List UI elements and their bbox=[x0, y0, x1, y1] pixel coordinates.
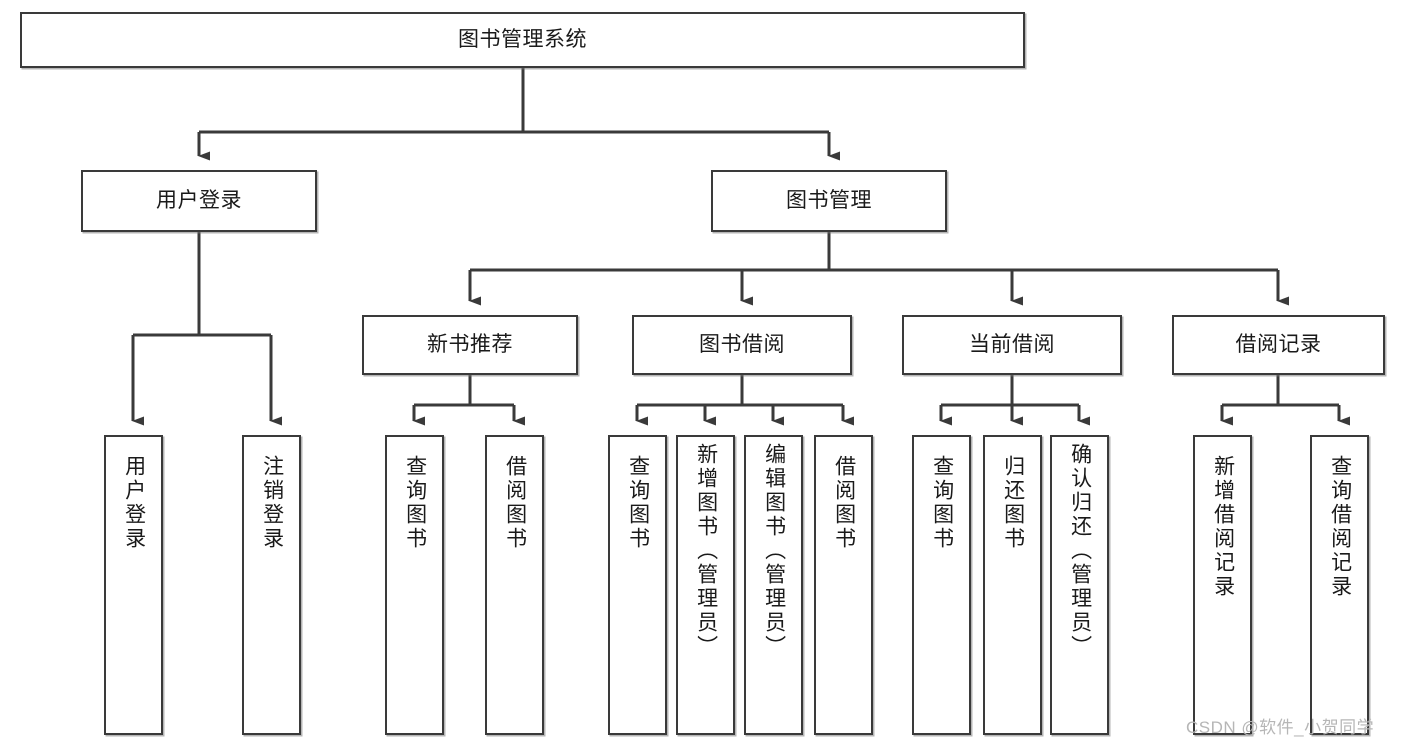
leaf-current-query-book[interactable]: 查询图书 bbox=[912, 435, 971, 735]
leaf-borrow-query-book[interactable]: 查询图书 bbox=[608, 435, 667, 735]
node-label: 编辑图书（管理员） bbox=[762, 443, 786, 659]
node-new-book-recommend[interactable]: 新书推荐 bbox=[362, 315, 578, 375]
node-label: 查询图书 bbox=[930, 455, 954, 551]
leaf-current-confirm-return-admin[interactable]: 确认归还（管理员） bbox=[1050, 435, 1109, 735]
node-label: 图书借阅 bbox=[699, 332, 785, 356]
node-label: 新增图书（管理员） bbox=[694, 443, 718, 659]
leaf-borrow-add-book-admin[interactable]: 新增图书（管理员） bbox=[676, 435, 735, 735]
node-borrow-record[interactable]: 借阅记录 bbox=[1172, 315, 1385, 375]
node-label: 查询图书 bbox=[403, 455, 427, 551]
node-current-borrow[interactable]: 当前借阅 bbox=[902, 315, 1122, 375]
node-book-borrow[interactable]: 图书借阅 bbox=[632, 315, 852, 375]
node-label: 用户登录 bbox=[122, 455, 146, 551]
leaf-current-return-book[interactable]: 归还图书 bbox=[983, 435, 1042, 735]
leaf-record-add-record[interactable]: 新增借阅记录 bbox=[1193, 435, 1252, 735]
node-label: 借阅图书 bbox=[503, 455, 527, 551]
leaf-recommend-query-book[interactable]: 查询图书 bbox=[385, 435, 444, 735]
leaf-borrow-borrow-book[interactable]: 借阅图书 bbox=[814, 435, 873, 735]
node-label: 当前借阅 bbox=[969, 332, 1055, 356]
node-label: 确认归还（管理员） bbox=[1068, 443, 1092, 659]
node-label: 新书推荐 bbox=[427, 332, 513, 356]
leaf-recommend-borrow-book[interactable]: 借阅图书 bbox=[485, 435, 544, 735]
node-label: 新增借阅记录 bbox=[1211, 455, 1235, 599]
node-user-login[interactable]: 用户登录 bbox=[81, 170, 317, 232]
node-label: 图书管理 bbox=[786, 188, 872, 212]
node-label: 用户登录 bbox=[156, 188, 242, 212]
leaf-record-query-record[interactable]: 查询借阅记录 bbox=[1310, 435, 1369, 735]
node-label: 查询借阅记录 bbox=[1328, 455, 1352, 599]
node-book-management[interactable]: 图书管理 bbox=[711, 170, 947, 232]
node-label: 借阅记录 bbox=[1235, 332, 1322, 356]
node-label: 借阅图书 bbox=[832, 455, 856, 551]
leaf-borrow-edit-book-admin[interactable]: 编辑图书（管理员） bbox=[744, 435, 803, 735]
node-root-system[interactable]: 图书管理系统 bbox=[20, 12, 1025, 68]
node-label: 归还图书 bbox=[1001, 455, 1025, 551]
leaf-user-login[interactable]: 用户登录 bbox=[104, 435, 163, 735]
watermark-text: CSDN @软件_小贺同学 bbox=[1186, 718, 1375, 737]
node-label: 查询图书 bbox=[626, 455, 650, 551]
node-label: 图书管理系统 bbox=[458, 27, 587, 51]
node-label: 注销登录 bbox=[260, 455, 284, 551]
leaf-user-logout[interactable]: 注销登录 bbox=[242, 435, 301, 735]
